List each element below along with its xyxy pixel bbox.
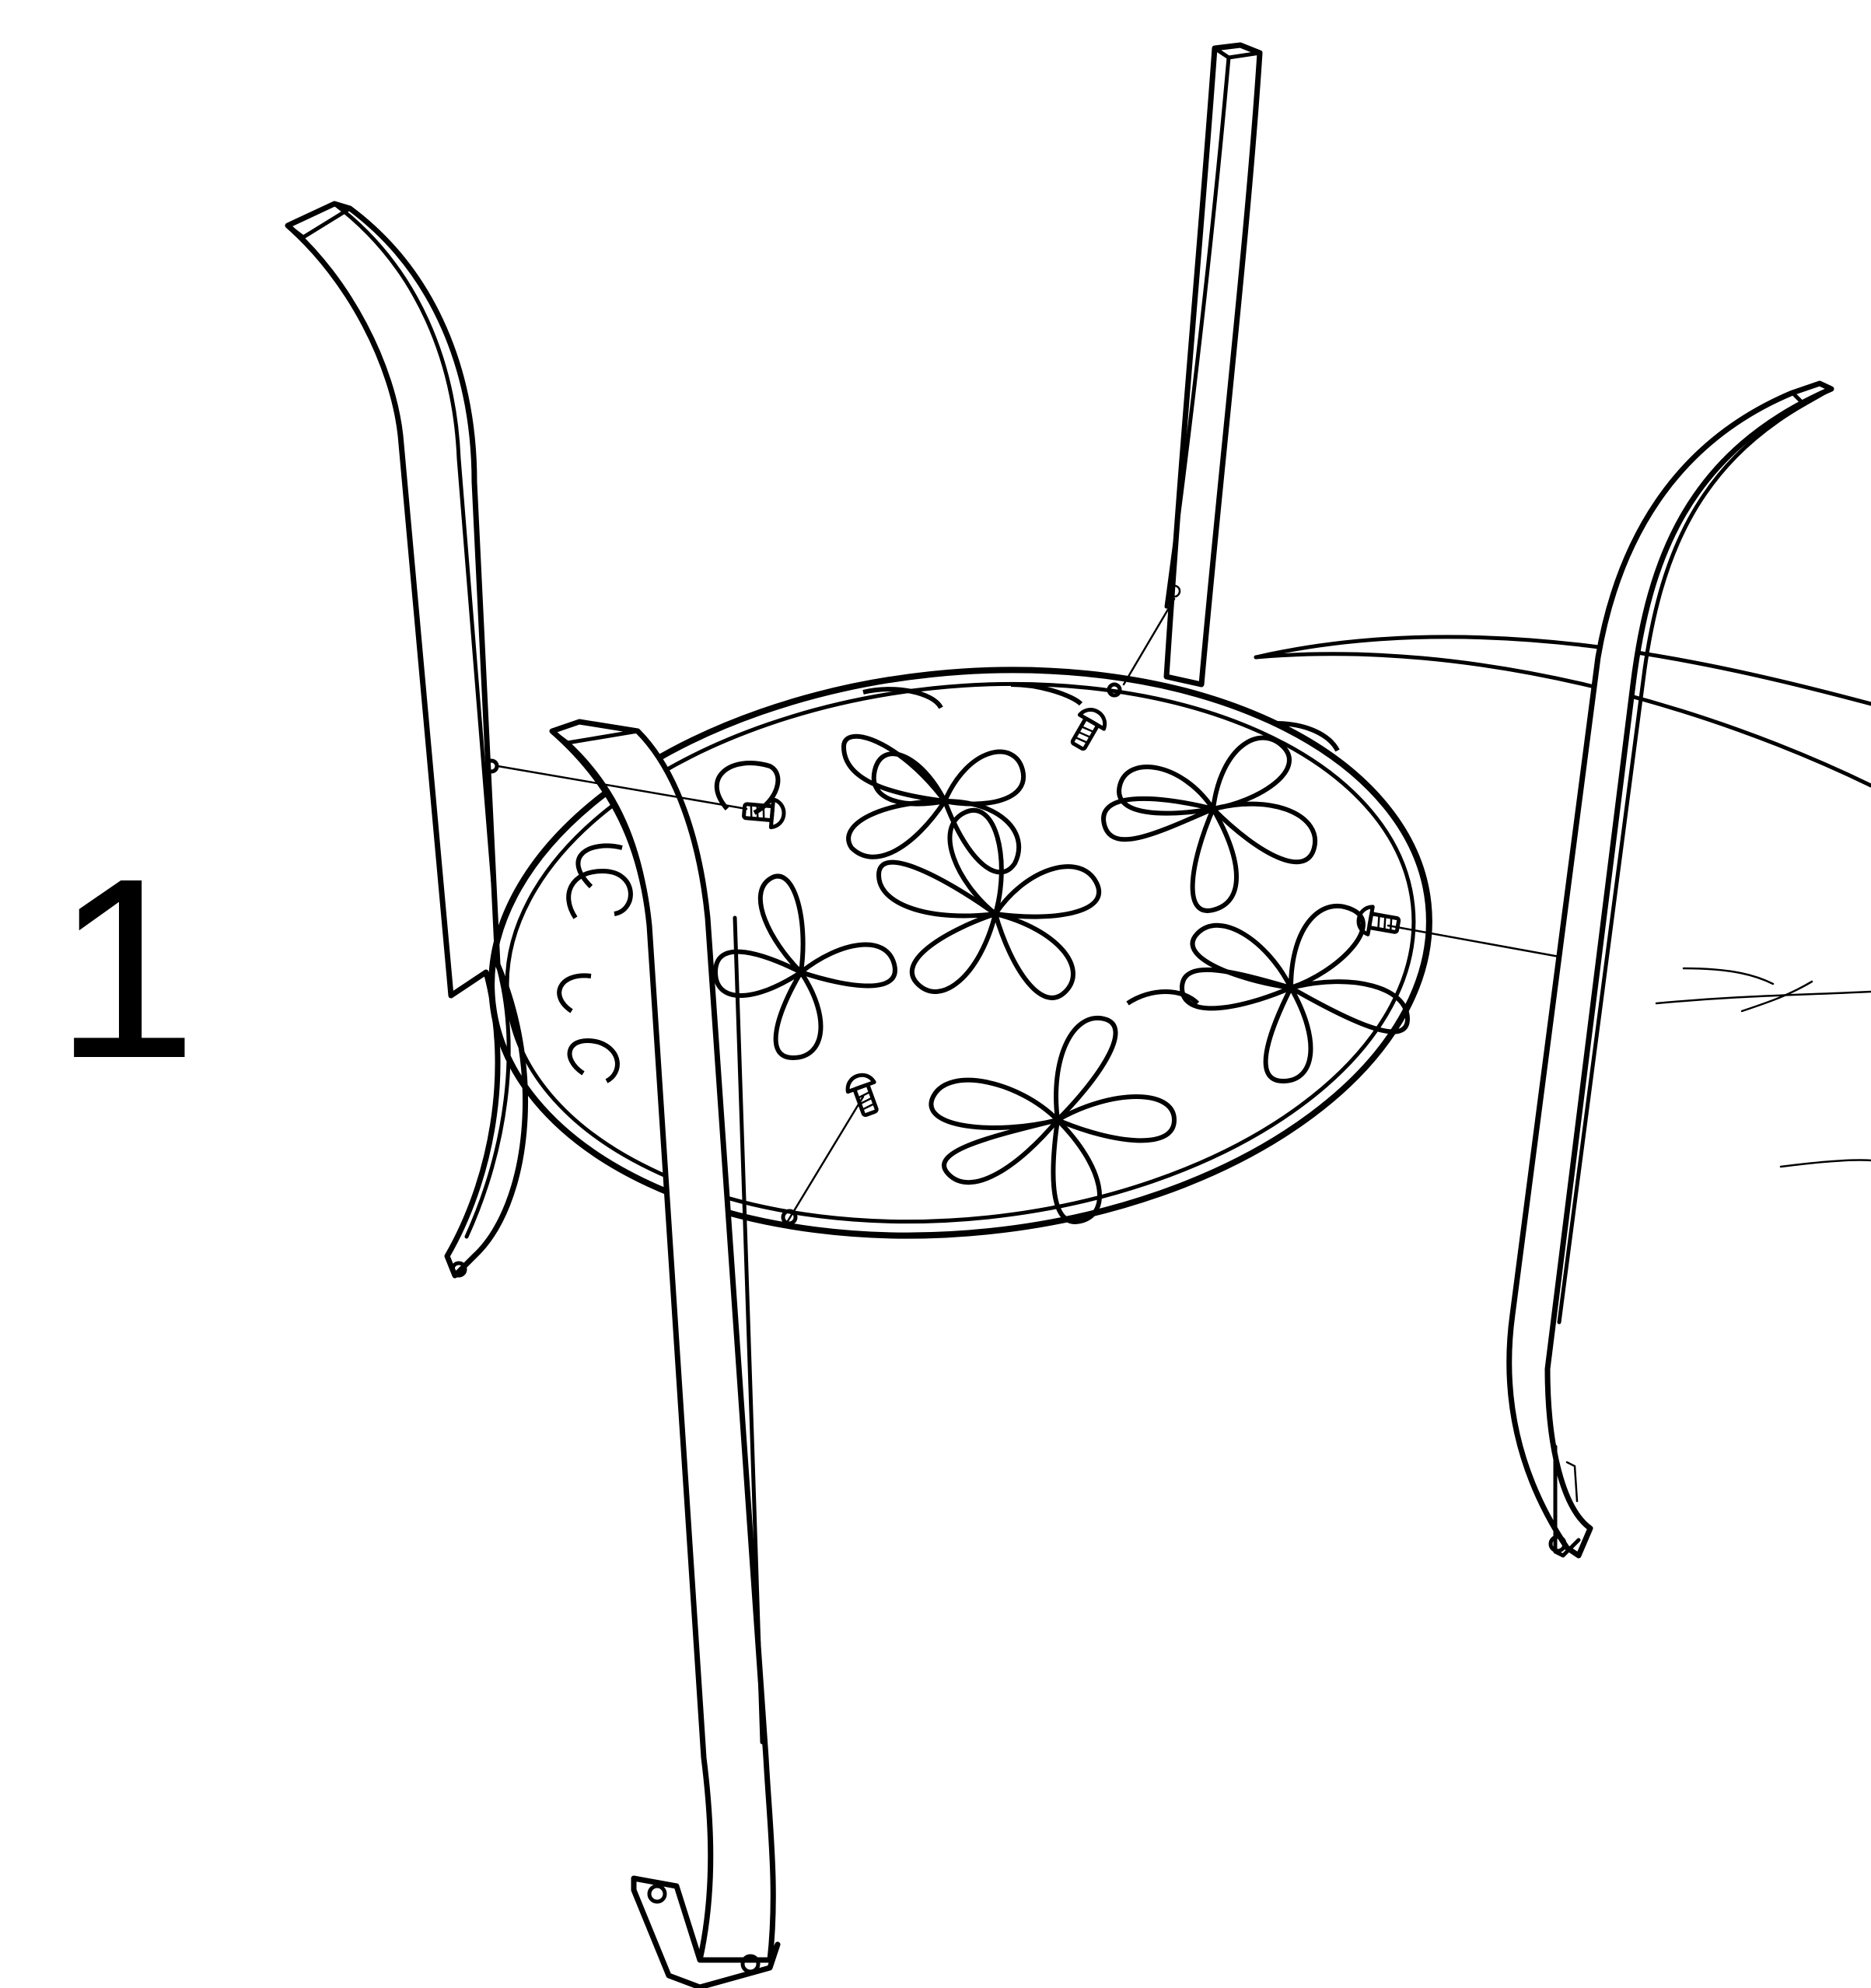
- round-shelf-floral: [488, 667, 1432, 1239]
- screw: [1070, 708, 1107, 751]
- leg-back-center: [1163, 42, 1263, 688]
- chair-seat-outline: [1254, 635, 1871, 1168]
- flower-motif: [841, 733, 1026, 875]
- leg-back-left: [285, 201, 528, 1279]
- flower-motif: [1101, 735, 1318, 913]
- guide-lines: [496, 597, 1561, 1227]
- screw: [742, 797, 786, 830]
- flower-motif: [929, 1015, 1177, 1224]
- flower-motif: [1180, 904, 1410, 1083]
- flower-motif: [876, 808, 1101, 1000]
- leg-front-left: [549, 719, 781, 1988]
- screw: [1356, 905, 1401, 936]
- leg-right: [1506, 380, 1834, 1559]
- step-number: 1: [54, 824, 198, 1111]
- screw: [845, 1073, 879, 1118]
- flower-motif: [713, 873, 897, 1060]
